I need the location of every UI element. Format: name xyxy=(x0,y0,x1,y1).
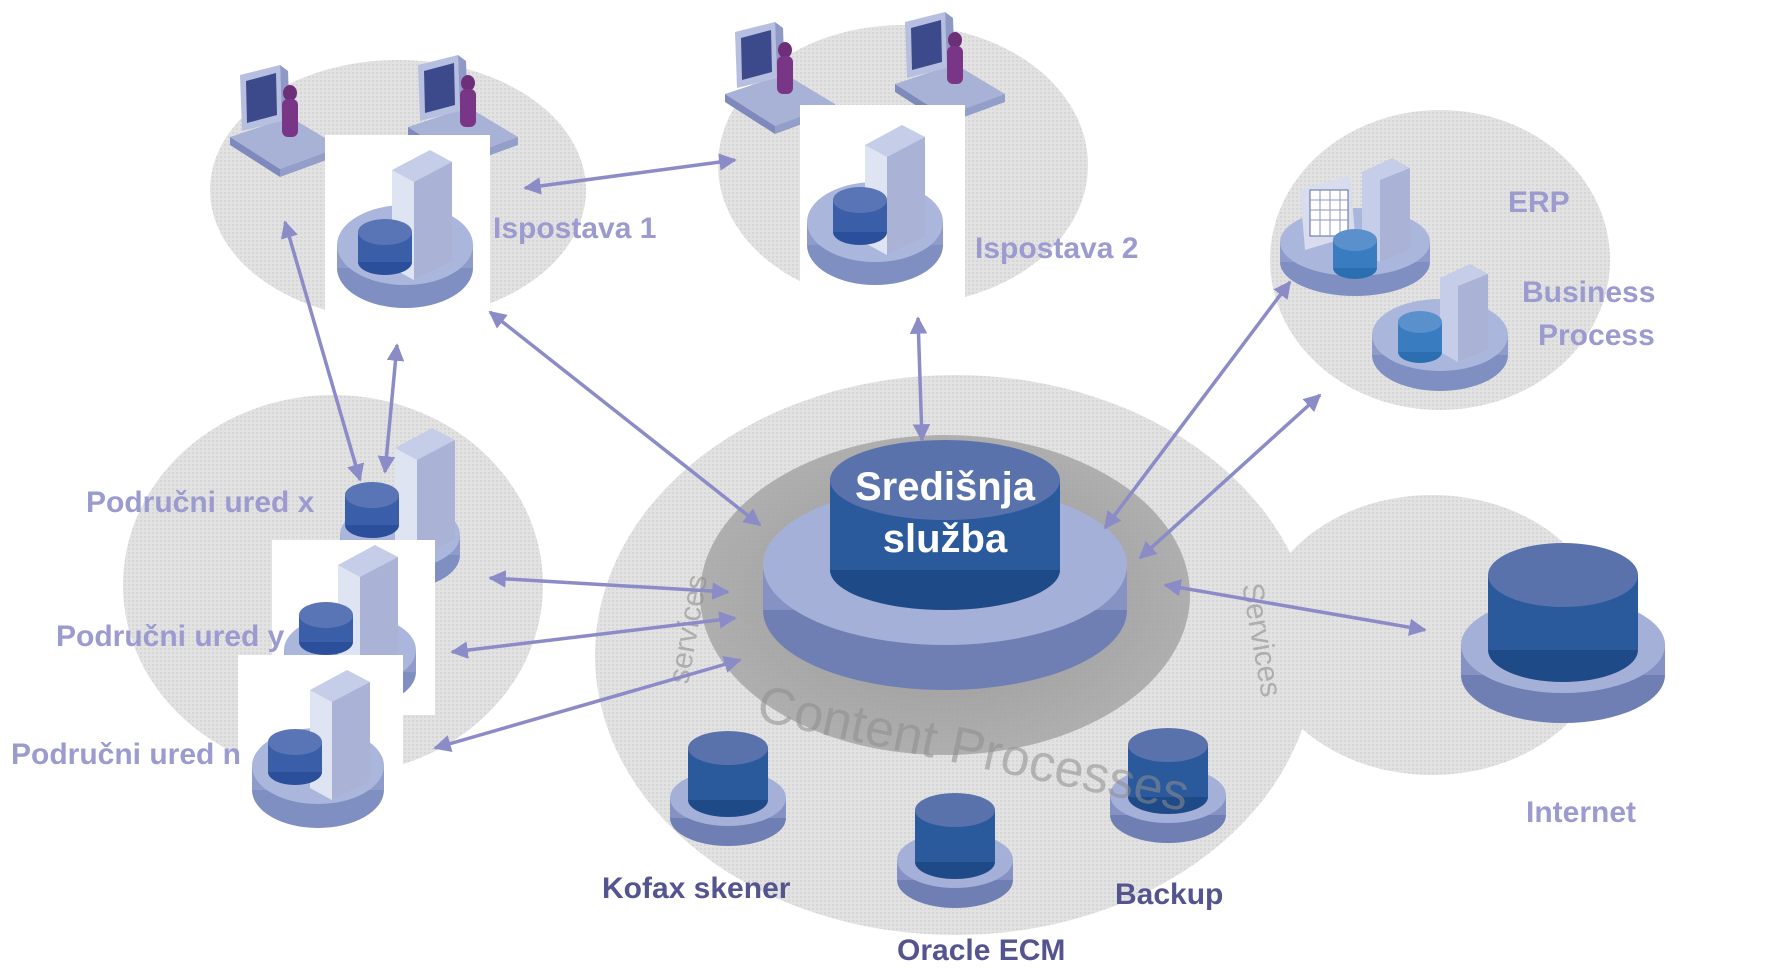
arrow-ispostava1-ispostava2 xyxy=(523,153,737,195)
workstation-icon xyxy=(230,65,340,177)
arrow-ispostava1-ured-x xyxy=(377,343,405,474)
label-center-line2: služba xyxy=(883,517,1008,561)
label-erp: ERP xyxy=(1508,186,1570,219)
erp-server-icon xyxy=(1280,158,1430,296)
label-podrucni-ured-y: Područni ured y xyxy=(56,620,285,653)
arrow-ured-y-center xyxy=(450,611,737,659)
arrow-ispostava1-workstation-ured-x xyxy=(280,220,365,482)
arrow-ured-n-center xyxy=(433,655,742,753)
backup-database-icon xyxy=(1110,728,1226,843)
arrow-center-internet xyxy=(1163,579,1427,636)
arrow-ispostava2-center xyxy=(909,316,931,442)
label-ispostava-2: Ispostava 2 xyxy=(975,232,1138,265)
label-center-line1: Središnja xyxy=(855,465,1036,509)
label-podrucni-ured-x: Područni ured x xyxy=(86,486,315,519)
label-ispostava-1: Ispostava 1 xyxy=(493,212,656,245)
business-process-server-icon xyxy=(1372,264,1508,391)
server-icon xyxy=(800,105,965,310)
label-backup: Backup xyxy=(1115,878,1223,911)
label-podrucni-ured-n: Područni ured n xyxy=(11,738,241,771)
arrow-center-business xyxy=(1138,393,1322,560)
label-business-process-line2: Process xyxy=(1538,319,1655,352)
label-internet: Internet xyxy=(1526,796,1636,829)
server-icon xyxy=(325,135,490,345)
arrow-ispostava1-center xyxy=(488,310,762,527)
label-oracle: Oracle ECM xyxy=(897,934,1065,967)
connection-arrows xyxy=(280,153,1427,753)
label-business-process-line1: Business xyxy=(1522,276,1655,309)
internet-database-icon xyxy=(1461,543,1665,723)
central-database-icon xyxy=(763,440,1127,690)
server-icon xyxy=(238,655,403,845)
label-kofax: Kofax skener xyxy=(602,872,791,905)
oracle-database-icon xyxy=(897,793,1013,908)
arrow-ured-x-center xyxy=(488,570,730,600)
